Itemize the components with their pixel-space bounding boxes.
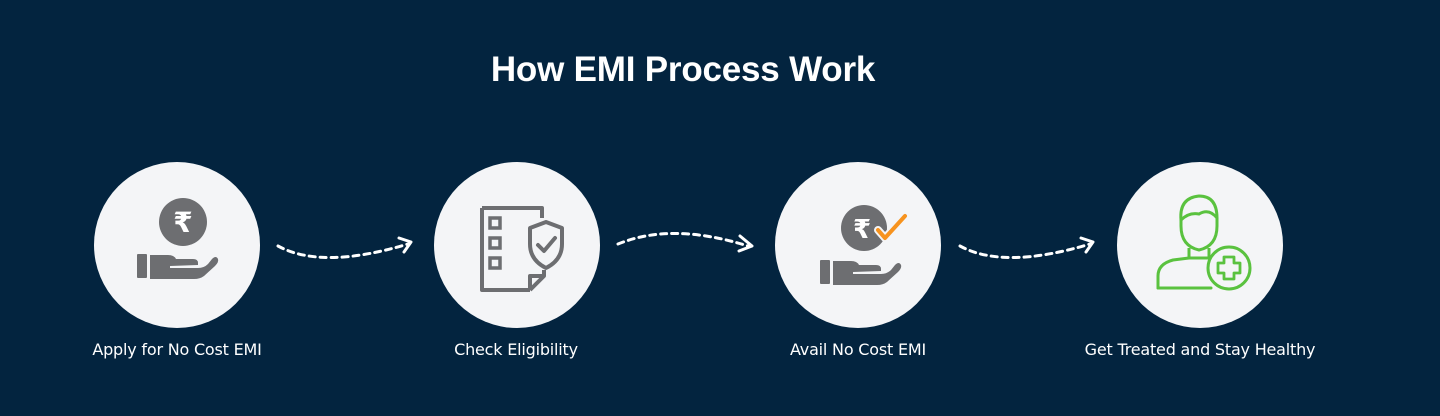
dotted-arrow-connector (616, 232, 754, 253)
dotted-arrow-connector (276, 236, 413, 259)
checklist-shield-icon (480, 206, 564, 292)
dotted-arrow-connector (958, 236, 1095, 259)
step-label-eligibility: Check Eligibility (454, 340, 578, 359)
svg-text:₹: ₹ (853, 215, 871, 245)
step-avail: ₹ (775, 162, 941, 328)
step-get-treated (1117, 162, 1283, 328)
step-label-apply: Apply for No Cost EMI (92, 340, 262, 359)
svg-text:₹: ₹ (173, 206, 192, 239)
step-label-get-treated: Get Treated and Stay Healthy (1084, 340, 1316, 359)
step-label-avail: Avail No Cost EMI (790, 340, 926, 359)
step-eligibility (434, 162, 600, 328)
patient-plus-icon (1156, 194, 1252, 291)
page-title: How EMI Process Work (490, 50, 876, 89)
rupee-hand-icon: ₹ (137, 198, 219, 279)
rupee-check-hand-icon: ₹ (820, 205, 909, 285)
step-apply: ₹ (94, 162, 260, 328)
